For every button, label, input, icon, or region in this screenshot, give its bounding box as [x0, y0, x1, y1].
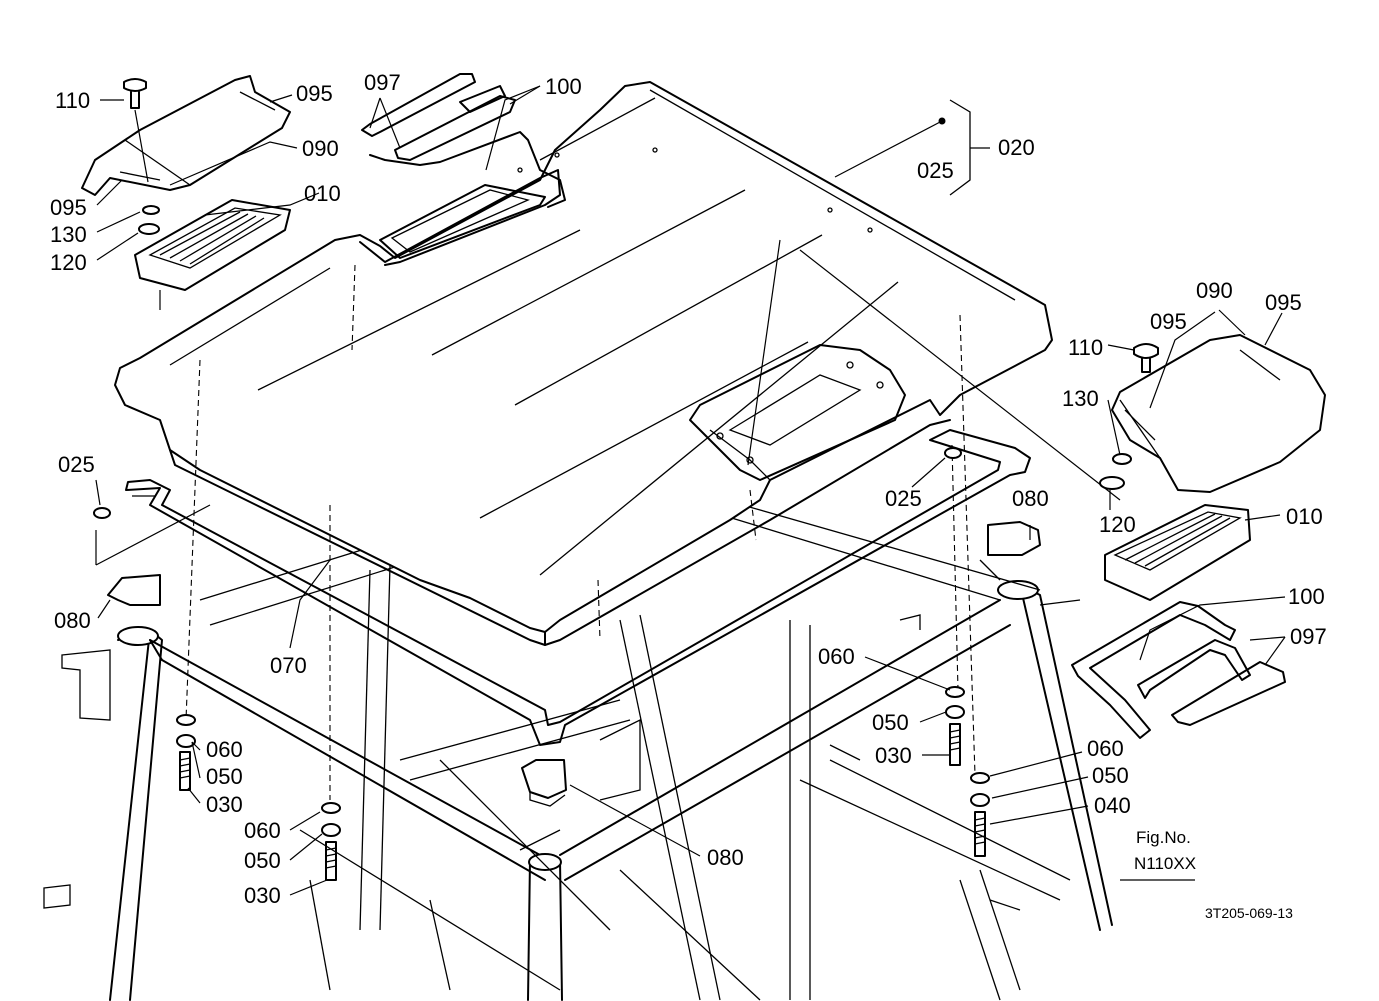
- left-handles: [361, 73, 566, 208]
- set-bracket-020: [834, 99, 990, 196]
- label-110-left: 110: [55, 88, 90, 113]
- drawing-code: 3T205-069-13: [1205, 905, 1293, 921]
- label-025-left: 025: [58, 452, 95, 477]
- roof-panel: [114, 81, 1053, 646]
- label-020: 020: [998, 135, 1035, 160]
- label-100-left: 100: [545, 74, 582, 99]
- leader-lines: [95, 85, 1286, 896]
- left-fasteners: [93, 507, 341, 881]
- label-097-right: 097: [1290, 624, 1327, 649]
- left-filter-assembly: [81, 75, 291, 310]
- label-090-left: 090: [302, 136, 339, 161]
- label-090-right: 090: [1196, 278, 1233, 303]
- label-120-left: 120: [50, 250, 87, 275]
- label-010-right: 010: [1286, 504, 1323, 529]
- label-095-right-a: 095: [1150, 309, 1187, 334]
- label-030-left-a: 030: [206, 792, 243, 817]
- label-060-left-b: 060: [244, 818, 281, 843]
- label-080-left: 080: [54, 608, 91, 633]
- label-050-right-a: 050: [872, 710, 909, 735]
- alignment-lines: [185, 264, 976, 800]
- fig-label: Fig.No.: [1136, 828, 1191, 847]
- right-fasteners: [944, 447, 990, 857]
- label-070: 070: [270, 653, 307, 678]
- label-095-top-left: 095: [296, 81, 333, 106]
- label-010-left: 010: [304, 181, 341, 206]
- roof-gasket: [125, 429, 1031, 746]
- label-100-right: 100: [1288, 584, 1325, 609]
- figure-reference: Fig.No. N110XX 3T205-069-13: [1134, 828, 1293, 921]
- label-095-right-b: 095: [1265, 290, 1302, 315]
- label-130-right: 130: [1062, 386, 1099, 411]
- label-040: 040: [1094, 793, 1131, 818]
- label-030-right-a: 030: [875, 743, 912, 768]
- label-050-left-b: 050: [244, 848, 281, 873]
- label-060-right-a: 060: [818, 644, 855, 669]
- label-130-left: 130: [50, 222, 87, 247]
- label-080-right: 080: [1012, 486, 1049, 511]
- label-050-right-b: 050: [1092, 763, 1129, 788]
- label-080-center: 080: [707, 845, 744, 870]
- label-030-left-b: 030: [244, 883, 281, 908]
- label-050-left-a: 050: [206, 764, 243, 789]
- right-filter-assembly: [1099, 334, 1326, 601]
- corner-pads: [107, 521, 1041, 807]
- label-097-left: 097: [364, 70, 401, 95]
- label-025-top: 025: [917, 158, 954, 183]
- label-110-right: 110: [1068, 335, 1103, 360]
- label-025-right: 025: [885, 486, 922, 511]
- label-060-left-a: 060: [206, 737, 243, 762]
- label-120-right: 120: [1099, 512, 1136, 537]
- fig-number: N110XX: [1134, 854, 1196, 873]
- right-handles: [1071, 601, 1286, 739]
- label-060-right-b: 060: [1087, 736, 1124, 761]
- label-095-left: 095: [50, 195, 87, 220]
- part-labels: 110 095 090 095 130 120 010 097 100 020 …: [50, 70, 1327, 908]
